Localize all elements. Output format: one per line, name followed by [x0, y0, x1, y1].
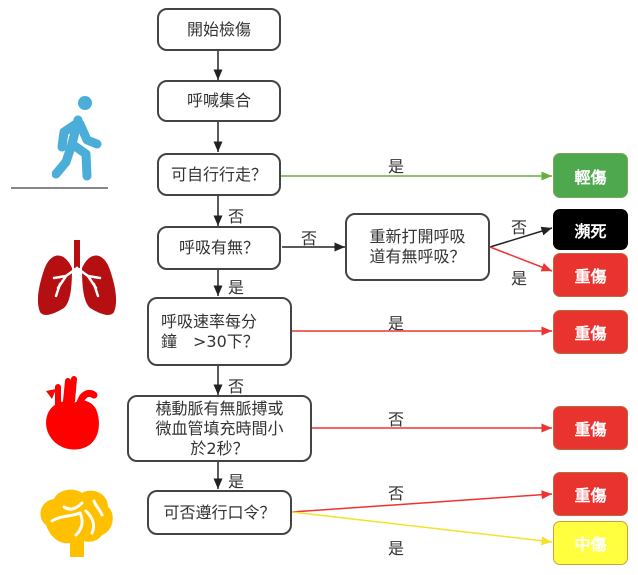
result-moderate-label: 中傷: [574, 535, 607, 554]
label-command-yes: 是: [388, 539, 405, 558]
node-start-label: 開始檢傷: [186, 19, 251, 39]
node-rate-label-1: 呼吸速率每分: [161, 311, 258, 331]
edge-reopen-dying: [489, 226, 553, 248]
edge-reopen-severe: [489, 246, 553, 272]
result-dying: 瀕死: [553, 209, 628, 250]
node-reopen-label-1: 重新打開呼吸: [369, 227, 466, 246]
node-start: 開始檢傷: [157, 8, 281, 51]
result-severe-airway: 重傷: [553, 253, 628, 297]
lungs-icon: [37, 240, 117, 315]
label-pulse-no: 否: [388, 410, 405, 429]
result-severe-command: 重傷: [553, 472, 628, 516]
brain-icon: [40, 489, 113, 557]
node-call: 呼喊集合: [157, 80, 281, 122]
label-breathe-no: 否: [301, 229, 318, 248]
node-pulse-label-2: 微血管填充時間小: [155, 418, 284, 438]
ground-line: [11, 187, 108, 189]
result-severe-airway-label: 重傷: [574, 267, 607, 286]
result-severe-pulse: 重傷: [553, 406, 628, 450]
node-breathe: 呼吸有無？: [157, 226, 281, 270]
node-pulse-label-3: 於2秒？: [190, 438, 249, 458]
result-severe-rate-label: 重傷: [574, 324, 607, 343]
node-resp-rate: 呼吸速率每分 鐘 >30下？: [147, 297, 292, 366]
node-walk: 可自行行走？: [157, 153, 281, 196]
label-reopen-no: 否: [511, 218, 528, 237]
result-severe-command-label: 重傷: [574, 486, 607, 505]
result-dying-label: 瀕死: [574, 221, 607, 241]
label-command-no: 否: [388, 484, 405, 503]
label-breathe-yes: 是: [228, 278, 245, 297]
edge-command-moderate: [291, 511, 553, 546]
node-walk-label: 可自行行走？: [170, 164, 267, 184]
result-severe-pulse-label: 重傷: [574, 420, 607, 439]
node-reopen-airway: 重新打開呼吸 道有無呼吸？: [345, 213, 490, 281]
node-pulse-label-1: 橈動脈有無脈搏或: [155, 398, 284, 418]
result-minor-label: 輕傷: [574, 167, 607, 187]
edge-command-severe: [291, 490, 553, 513]
result-severe-rate: 重傷: [553, 310, 628, 354]
node-command: 可否遵行口令？: [147, 490, 292, 535]
node-pulse: 橈動脈有無脈搏或 微血管填充時間小 於2秒？: [127, 395, 312, 462]
node-rate-label-2: 鐘 >30下？: [161, 331, 259, 351]
node-call-label: 呼喊集合: [186, 91, 251, 110]
result-moderate: 中傷: [553, 521, 628, 565]
node-command-label: 可否遵行口令？: [163, 502, 276, 522]
node-breathe-label: 呼吸有無？: [178, 238, 259, 257]
heart-icon: [46, 376, 99, 450]
label-rate-no: 否: [228, 377, 245, 396]
label-walk-no: 否: [228, 207, 245, 226]
label-walk-yes: 是: [388, 157, 405, 176]
walking-person-icon: [52, 96, 102, 181]
node-reopen-label-2: 道有無呼吸？: [369, 247, 466, 266]
label-reopen-yes: 是: [511, 269, 528, 288]
result-minor: 輕傷: [553, 153, 628, 198]
label-pulse-yes: 是: [228, 472, 245, 491]
label-rate-yes: 是: [388, 314, 405, 333]
